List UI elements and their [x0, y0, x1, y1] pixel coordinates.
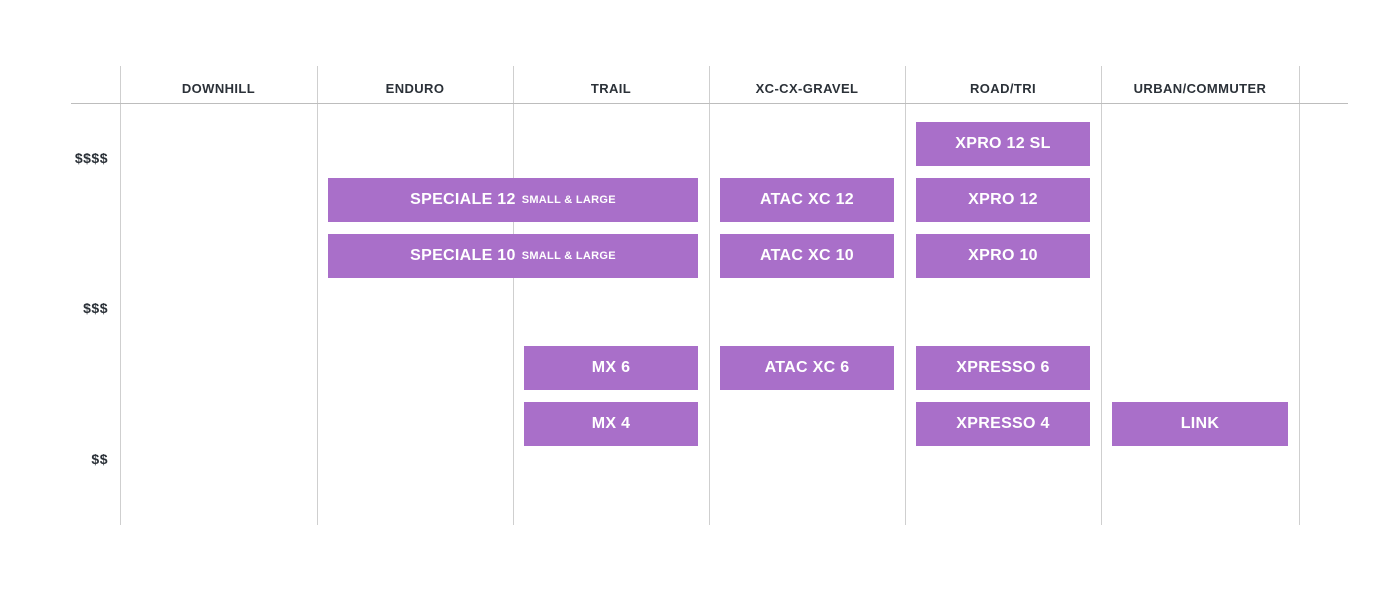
product-bar-atac-xc-6[interactable]: ATAC XC 6	[720, 346, 894, 390]
product-bar-label: XPRO 10	[968, 247, 1038, 264]
product-bar-label: ATAC XC 12	[760, 191, 854, 208]
product-bar-mx-4[interactable]: MX 4	[524, 402, 698, 446]
column-divider-6	[1299, 66, 1300, 525]
column-divider-3	[709, 66, 710, 525]
header-rule	[71, 103, 1348, 104]
product-bar-label: MX 6	[591, 359, 631, 376]
product-bar-label: ATAC XC 6	[764, 359, 850, 376]
product-bar-xpro-12-sl[interactable]: XPRO 12 SL	[916, 122, 1090, 166]
product-bar-atac-xc-10[interactable]: ATAC XC 10	[720, 234, 894, 278]
product-bar-xpro-10[interactable]: XPRO 10	[916, 234, 1090, 278]
product-bar-speciale-12[interactable]: SPECIALE 12 SMALL & LARGE	[328, 178, 698, 222]
product-bar-mx-6[interactable]: MX 6	[524, 346, 698, 390]
product-bar-xpresso-4[interactable]: XPRESSO 4	[916, 402, 1090, 446]
product-bar-suffix: SMALL & LARGE	[521, 193, 616, 206]
column-divider-5	[1101, 66, 1102, 525]
column-divider-2	[513, 66, 514, 525]
product-bar-label: SPECIALE 10	[410, 247, 516, 264]
product-bar-xpro-12[interactable]: XPRO 12	[916, 178, 1090, 222]
product-bar-atac-xc-12[interactable]: ATAC XC 12	[720, 178, 894, 222]
product-bar-speciale-10[interactable]: SPECIALE 10 SMALL & LARGE	[328, 234, 698, 278]
product-bar-label: XPRESSO 4	[956, 415, 1050, 432]
product-bar-link[interactable]: LINK	[1112, 402, 1288, 446]
product-bar-label: XPRESSO 6	[956, 359, 1050, 376]
price-tier-label-1: $$$$	[74, 150, 108, 166]
column-divider-4	[905, 66, 906, 525]
column-header-downhill: DOWNHILL	[181, 81, 256, 96]
column-header-urban-commuter: URBAN/COMMUTER	[1133, 81, 1267, 96]
product-bar-label: LINK	[1180, 415, 1220, 432]
column-header-trail: TRAIL	[590, 81, 632, 96]
price-tier-label-3: $$	[91, 451, 108, 467]
product-bar-xpresso-6[interactable]: XPRESSO 6	[916, 346, 1090, 390]
product-bar-suffix: SMALL & LARGE	[521, 249, 616, 262]
column-divider-0	[120, 66, 121, 525]
product-bar-label: XPRO 12	[968, 191, 1038, 208]
product-bar-label: ATAC XC 10	[760, 247, 854, 264]
column-divider-1	[317, 66, 318, 525]
product-bar-label: XPRO 12 SL	[955, 135, 1051, 152]
product-bar-label: SPECIALE 12	[410, 191, 516, 208]
price-tier-label-2: $$$	[83, 300, 108, 316]
column-header-road-tri: ROAD/TRI	[969, 81, 1037, 96]
column-header-xc-cx-gravel: XC-CX-GRAVEL	[755, 81, 859, 96]
product-bar-label: MX 4	[591, 415, 631, 432]
column-header-enduro: ENDURO	[385, 81, 445, 96]
